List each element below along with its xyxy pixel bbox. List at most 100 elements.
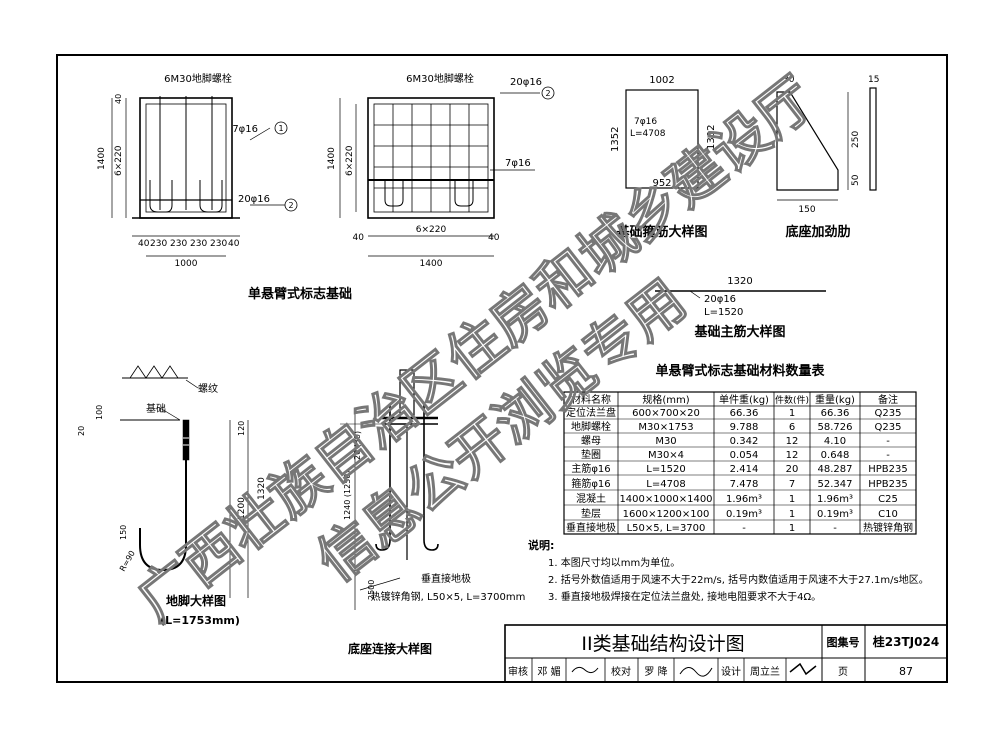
material-table [563, 391, 917, 535]
table-cell: C10 [878, 509, 898, 520]
svg-text:备注: 备注 [878, 393, 898, 406]
stirrup-left: 1352 [610, 127, 621, 152]
table-cell: 0.19m³ [726, 509, 762, 520]
table-cell: Q235 [875, 408, 902, 419]
table-cell: 2.414 [730, 464, 759, 475]
table-cell: 0.648 [821, 450, 850, 461]
anchor-title: 地脚大样图 [166, 593, 226, 608]
stirrup-shape [625, 89, 699, 189]
base-connect-title: 底座连接大样图 [348, 641, 432, 656]
callout-1: 1 [278, 124, 283, 133]
table-cell: 12 [786, 450, 799, 461]
table-cell: - [742, 523, 746, 534]
atlas-label: 图集号 [827, 635, 860, 649]
dim-6x220-v2: 6×220 [345, 145, 355, 176]
main-bar-label-2: 20φ16 [510, 77, 542, 88]
svg-text:材料名称: 材料名称 [571, 393, 611, 406]
note-3: 3. 垂直接地极焊接在定位法兰盘处, 接地电阻要求不大于4Ω。 [548, 590, 821, 603]
bolts-label-2: 6M30地脚螺栓 [406, 72, 474, 85]
table-cell: 混凝土 [576, 492, 606, 505]
dim-6x220: 6×220 [114, 145, 124, 176]
table-cell: 600×700×20 [632, 408, 700, 419]
svg-text:230: 230 [210, 239, 227, 249]
anchor-detail [120, 365, 249, 598]
dim-right-40: 40 [488, 233, 500, 243]
dim-40: 40 [114, 94, 123, 104]
anchor-1200: 1200 [237, 497, 247, 520]
table-cell: 1600×1200×100 [623, 509, 710, 520]
base-d20: 20 (30) [353, 431, 362, 460]
table-cell: 52.347 [818, 479, 853, 490]
bolts-label: 6M30地脚螺栓 [164, 72, 232, 85]
dim-1400-v2: 1400 [327, 147, 337, 170]
rib-title: 底座加劲肋 [785, 224, 850, 240]
table-cell: 1.96m³ [726, 494, 762, 505]
stirrup-label-2: 7φ16 [505, 158, 531, 169]
svg-text:230: 230 [170, 239, 187, 249]
svg-text:规格(mm): 规格(mm) [642, 393, 689, 406]
table-cell: L50×5, L=3700 [627, 523, 706, 534]
anchor-subtitle: (L=1753mm) [160, 614, 240, 627]
foundation-title: 单悬臂式标志基础 [248, 286, 352, 302]
base-d2500: 2500 [367, 580, 376, 600]
stirrup-title: 基础箍筋大样图 [615, 224, 707, 240]
table-cell: 1 [789, 523, 795, 534]
table-cell: Q235 [875, 422, 902, 433]
anchor-1320: 1320 [257, 477, 267, 500]
stirrup-top: 1002 [649, 75, 674, 86]
design-label: 设计 [721, 665, 741, 678]
main-bar-label: 20φ16 [238, 194, 270, 205]
table-cell: 箍筋φ16 [571, 477, 610, 490]
table-cell: 0.342 [730, 436, 759, 447]
table-cell: 1 [789, 494, 795, 505]
rib-150: 150 [798, 205, 815, 215]
table-cell: 1 [789, 509, 795, 520]
foundation-plan-left [111, 96, 298, 257]
table-cell: 1 [789, 408, 795, 419]
dim-1400-h: 1400 [420, 259, 443, 269]
stirrup-label: 7φ16 [232, 124, 258, 135]
callout-2: 2 [288, 201, 293, 210]
stirrup-bottom: 952 [652, 178, 671, 189]
table-header-row: 材料名称 规格(mm) 单件重(kg) 件数(件) 重量(kg) 备注 [571, 393, 898, 406]
rib-250: 250 [851, 131, 861, 148]
table-cell: 地脚螺栓 [571, 420, 611, 433]
svg-text:40: 40 [138, 239, 150, 249]
title-block [504, 624, 948, 683]
table-cell: 66.36 [730, 408, 759, 419]
table-cell: 66.36 [821, 408, 850, 419]
table-cell: - [886, 450, 890, 461]
designer-signature [789, 662, 817, 676]
anchor-base: 基础 [146, 402, 166, 415]
table-cell: M30×4 [648, 450, 684, 461]
checker-signature [679, 667, 713, 677]
anchor-150: 150 [119, 525, 128, 540]
notes-title: 说明: [528, 538, 554, 552]
rib-15: 15 [868, 75, 879, 85]
note-2: 2. 括号外数值适用于风速不大于22m/s, 括号内数值适用于风速不大于27.1… [548, 573, 929, 586]
page-label: 页 [838, 666, 848, 678]
anchor-20: 20 [77, 426, 86, 436]
ground-title: 垂直接地极 [421, 572, 471, 585]
svg-text:230: 230 [190, 239, 207, 249]
designer: 周立兰 [750, 665, 780, 678]
table-cell: 4.10 [824, 436, 846, 447]
table-cell: 6 [789, 422, 795, 433]
table-cell: 0.054 [730, 450, 759, 461]
table-cell: 热镀锌角钢 [863, 521, 913, 534]
table-cell: - [833, 523, 837, 534]
callout-2b: 2 [545, 89, 550, 98]
review-label: 审核 [508, 665, 528, 678]
base-connect-detail [340, 369, 439, 610]
table-cell: L=4708 [646, 479, 685, 490]
